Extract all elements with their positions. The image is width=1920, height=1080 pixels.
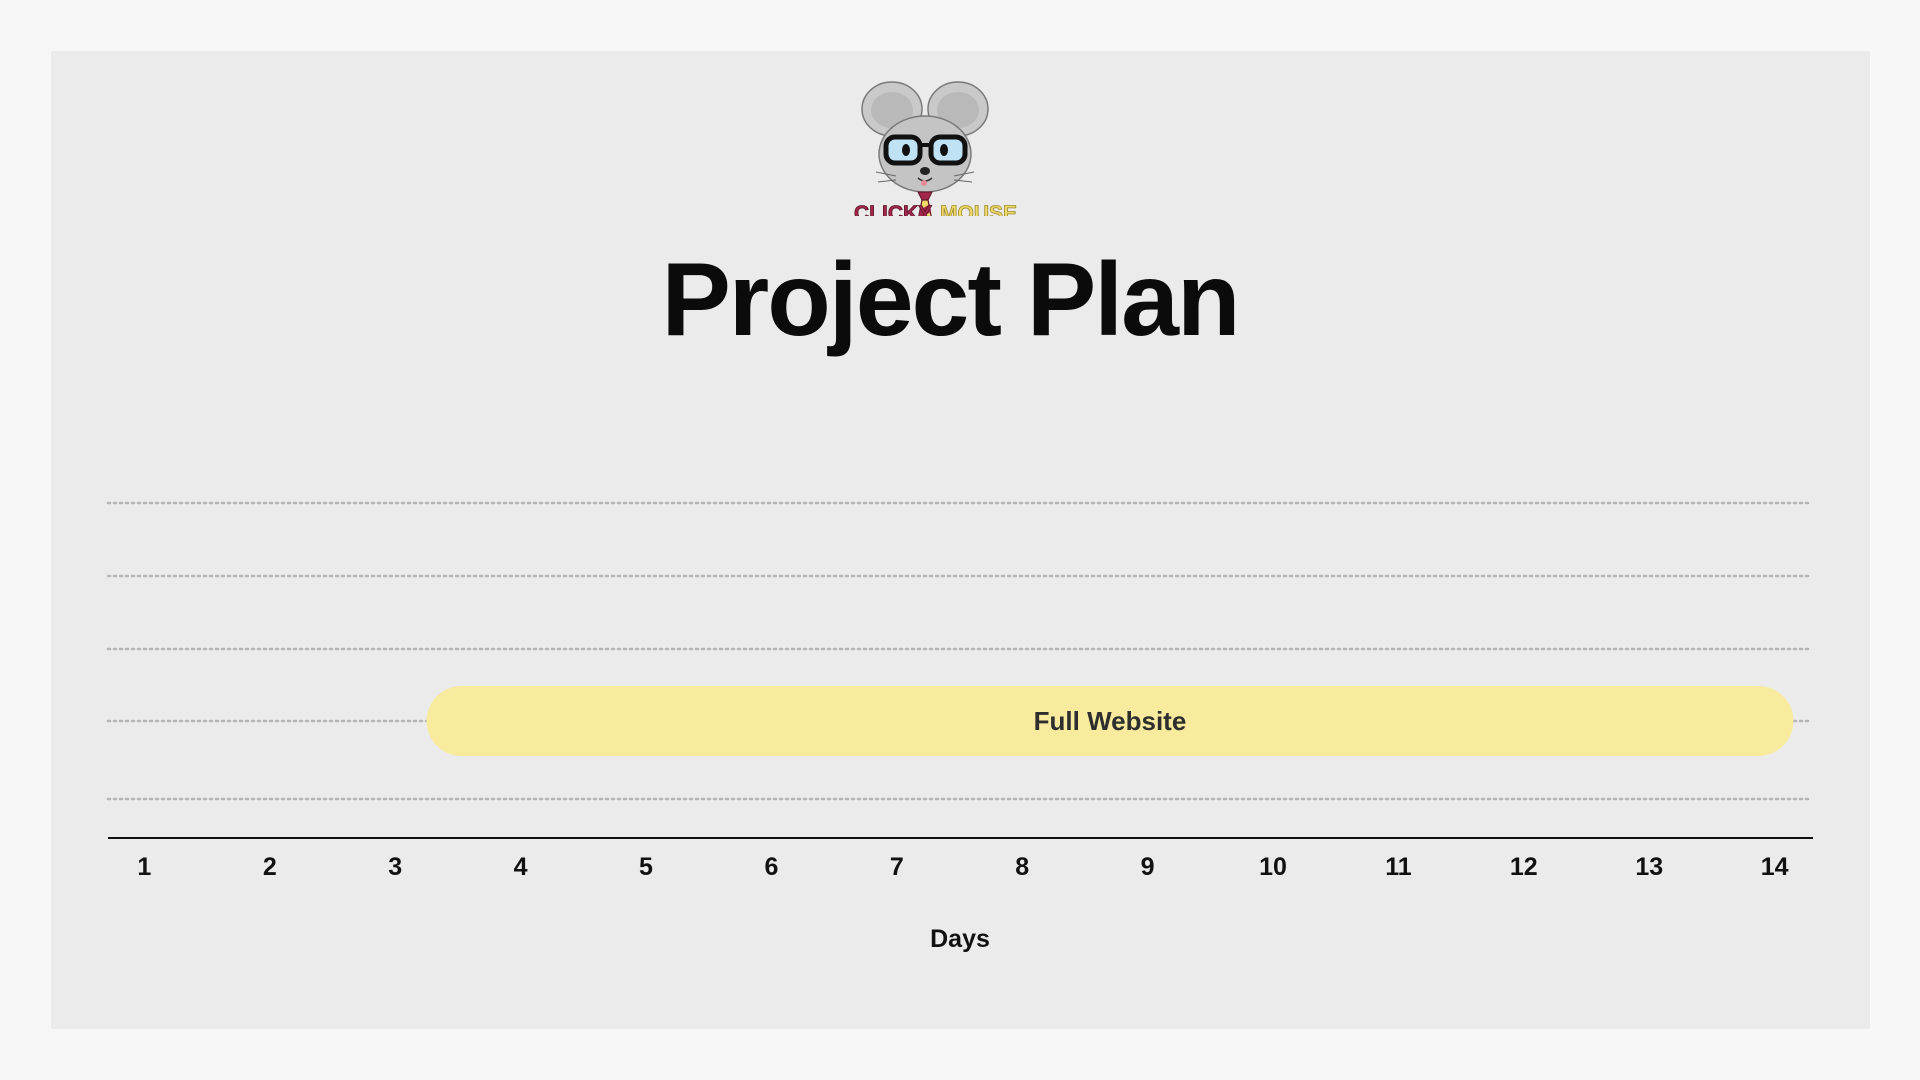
x-tick-label-11: 11 bbox=[1385, 853, 1412, 881]
logo-text-mouse: MOUSE bbox=[940, 202, 1017, 216]
x-tick-label-8: 8 bbox=[1015, 853, 1029, 881]
x-tick-label-10: 10 bbox=[1259, 853, 1287, 881]
x-tick-label-5: 5 bbox=[639, 853, 653, 881]
slide-panel bbox=[51, 51, 1870, 1029]
x-tick-label-6: 6 bbox=[764, 853, 778, 881]
x-tick-label-4: 4 bbox=[514, 853, 528, 881]
x-tick-label-1: 1 bbox=[137, 853, 151, 881]
chart-title: Project Plan bbox=[661, 242, 1240, 358]
x-tick-label-14: 14 bbox=[1761, 853, 1789, 881]
mouse-mascot-icon: CLICKY MOUSE bbox=[854, 81, 1017, 216]
task-bar-1 bbox=[426, 686, 1794, 756]
x-tick-label-9: 9 bbox=[1141, 853, 1155, 881]
x-tick-label-13: 13 bbox=[1635, 853, 1663, 881]
x-axis-title: Days bbox=[930, 925, 990, 953]
clicky-mouse-logo: CLICKY MOUSE bbox=[800, 26, 1070, 216]
x-tick-label-2: 2 bbox=[263, 853, 277, 881]
x-tick-label-3: 3 bbox=[388, 853, 402, 881]
x-tick-label-7: 7 bbox=[890, 853, 904, 881]
x-tick-label-12: 12 bbox=[1510, 853, 1538, 881]
logo-text-clicky: CLICKY bbox=[854, 202, 932, 216]
task-bar-label-1: Full Website bbox=[1034, 706, 1187, 736]
